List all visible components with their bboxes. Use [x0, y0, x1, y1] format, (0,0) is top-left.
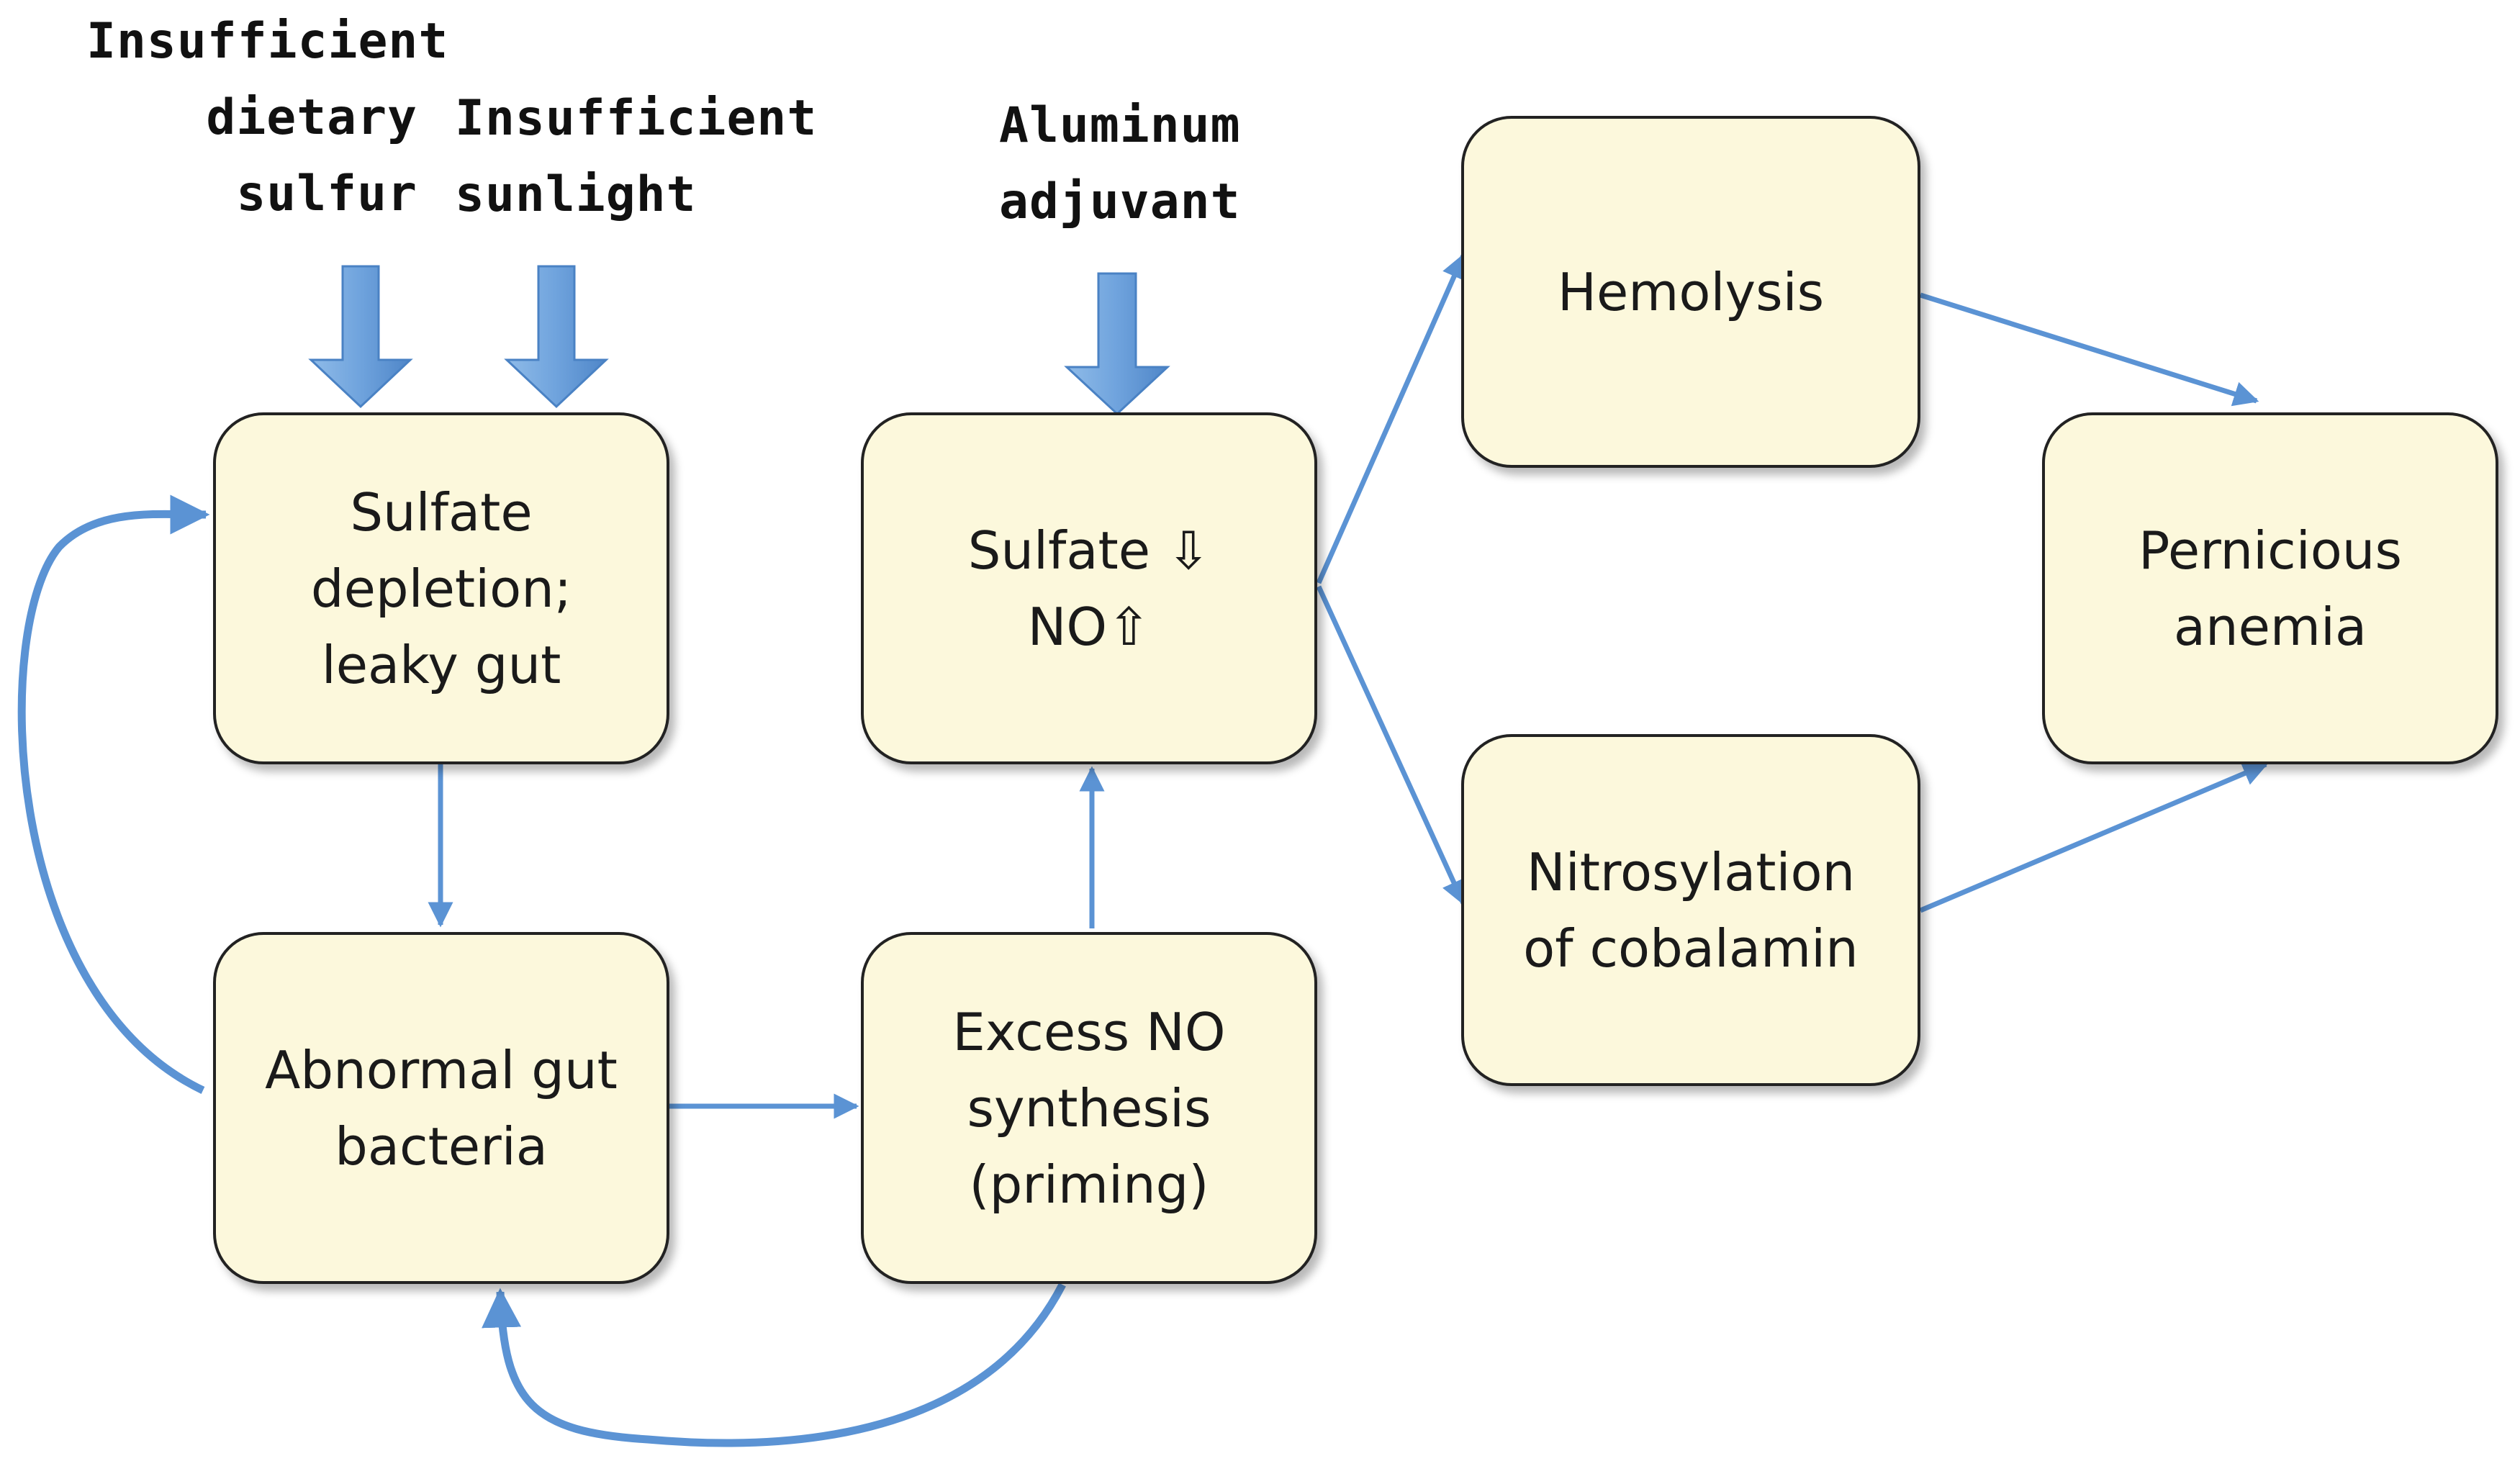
node-pernicious-anemia: Pernicious anemia	[2042, 412, 2498, 764]
node-abnormal-gut-bacteria: Abnormal gut bacteria	[213, 932, 669, 1284]
node-sulfate-depletion: Sulfate depletion; leaky gut	[213, 412, 669, 764]
arrow-loop-bacteria-to-depletion	[17, 494, 210, 1094]
cause-aluminum-adjuvant: Aluminum adjuvant	[999, 97, 1241, 230]
node-sulfate-depletion-label: Sulfate depletion; leaky gut	[310, 481, 572, 695]
node-abnormal-gut-bacteria-label: Abnormal gut bacteria	[265, 1039, 618, 1177]
arrow-sulfate-to-nitrosylation	[1316, 585, 1466, 906]
node-nitrosylation-of-cobalamin-label: Nitrosylation of cobalamin	[1523, 841, 1859, 979]
node-hemolysis: Hemolysis	[1461, 116, 1920, 468]
cause-insufficient-dietary-sulfur: Insufficient dietary sulfur	[86, 13, 449, 222]
block-arrow-dietary-sulfur	[308, 265, 413, 409]
node-sulfate-no-label: Sulfate ⇩ NO⇧	[967, 520, 1211, 657]
arrow-sulfate-to-hemolysis	[1316, 253, 1466, 584]
arrow-nitrosylation-to-pernicious	[1919, 761, 2269, 913]
node-hemolysis-label: Hemolysis	[1557, 261, 1825, 322]
block-arrow-sunlight	[504, 265, 609, 409]
node-excess-no-synthesis: Excess NO synthesis (priming)	[861, 932, 1317, 1284]
block-arrow-aluminum	[1064, 272, 1170, 416]
node-nitrosylation-of-cobalamin: Nitrosylation of cobalamin	[1461, 734, 1920, 1086]
node-excess-no-synthesis-label: Excess NO synthesis (priming)	[952, 1001, 1226, 1215]
cause-insufficient-sunlight: Insufficient sunlight	[455, 90, 818, 223]
arrow-hemolysis-to-pernicious	[1919, 292, 2259, 407]
node-sulfate-no: Sulfate ⇩ NO⇧	[861, 412, 1317, 764]
node-pernicious-anemia-label: Pernicious anemia	[2139, 520, 2402, 657]
arrow-loop-excess-no-to-bacteria	[482, 1283, 1066, 1447]
